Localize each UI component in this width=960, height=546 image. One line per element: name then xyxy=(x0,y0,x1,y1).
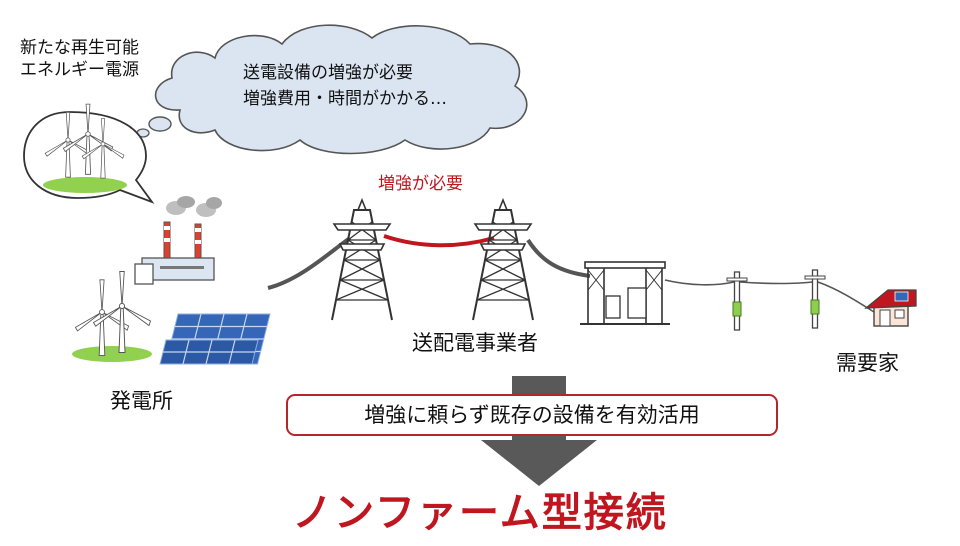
utility-pole-icon xyxy=(804,269,826,329)
house-icon xyxy=(864,289,917,327)
transmission-tower-icon xyxy=(331,199,393,321)
power-plant-label: 発電所 xyxy=(110,389,173,413)
page-title: ノンファーム型接続 xyxy=(292,490,668,536)
factory-icon xyxy=(134,196,222,285)
renewable-bubble xyxy=(23,103,155,204)
transmission-tower-icon xyxy=(472,199,534,321)
thought-cloud xyxy=(136,24,528,155)
reinforcement-label: 増強が必要 xyxy=(378,174,463,194)
cloud-text: 送電設備の増強が必要 増強費用・時間がかかる… xyxy=(243,63,447,109)
renewable-source-label: 新たな再生可能 エネルギー電源 xyxy=(20,38,139,80)
power-plant-turbines xyxy=(72,271,152,362)
reinforcement-line xyxy=(383,234,495,248)
substation-icon xyxy=(580,261,670,325)
tso-label: 送配電事業者 xyxy=(412,331,538,355)
solar-panel-icon xyxy=(159,313,271,365)
utility-pole-icon xyxy=(726,271,748,331)
policy-box: 増強に頼らず既存の設備を有効活用 xyxy=(286,394,778,436)
consumer-label: 需要家 xyxy=(836,351,899,375)
